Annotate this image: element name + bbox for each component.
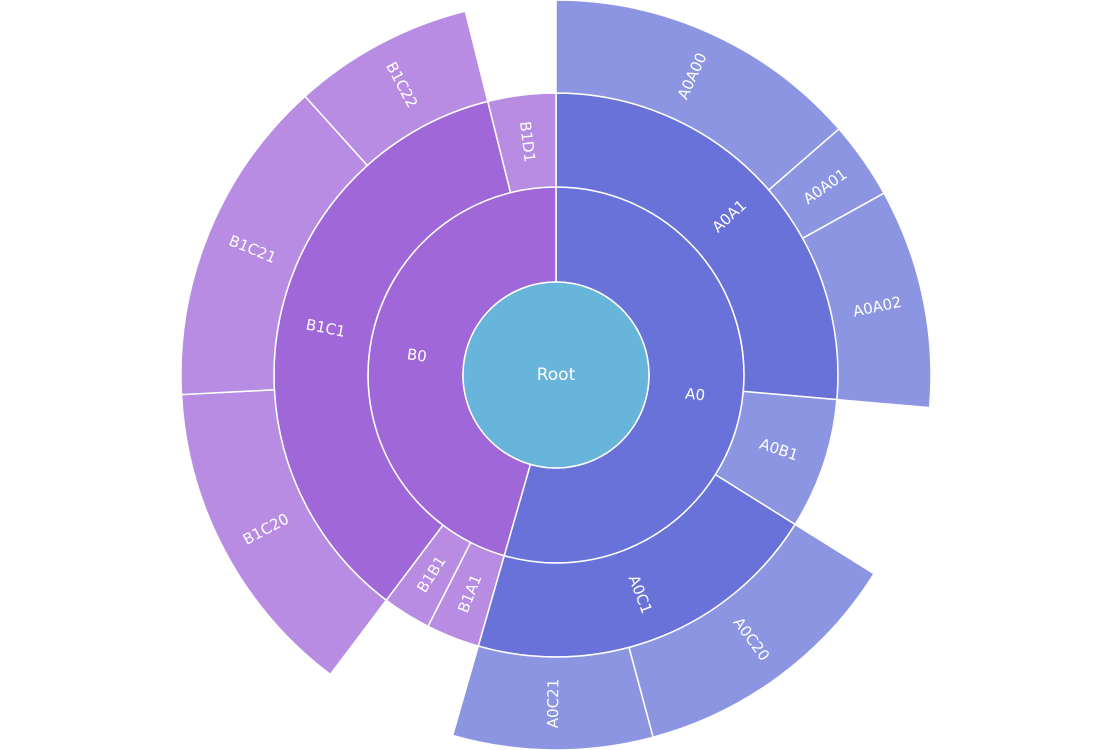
root-circle[interactable] — [462, 281, 650, 469]
root-node[interactable]: Root — [462, 281, 650, 469]
segment-a0c21[interactable] — [451, 645, 654, 750]
segment-b1c22[interactable] — [304, 10, 489, 167]
segment-a0a02[interactable] — [801, 192, 932, 409]
sunburst-segments — [180, 0, 932, 750]
segment-b1d1[interactable] — [486, 92, 557, 194]
